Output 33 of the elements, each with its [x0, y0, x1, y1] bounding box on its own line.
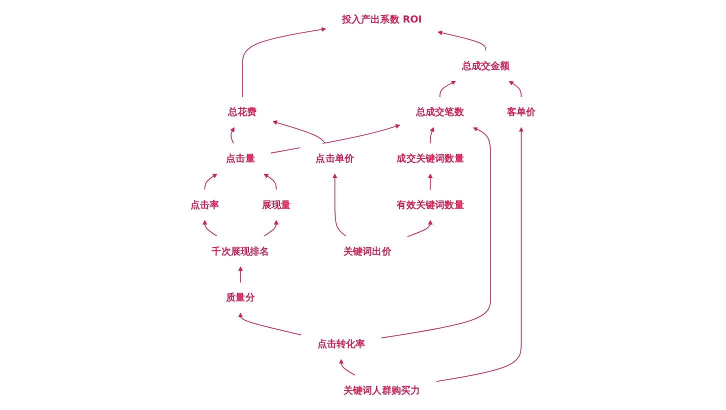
arrow	[332, 174, 346, 237]
node-text: 成交关键词数量	[396, 153, 464, 164]
arrow	[238, 312, 302, 336]
arrow	[440, 80, 456, 98]
arrow	[430, 127, 434, 144]
arrow	[242, 27, 326, 98]
node-text: 有效关键词数量	[396, 199, 464, 211]
node-text: 点击量	[226, 153, 255, 164]
node-text: 投入产出系数 ROI	[342, 14, 422, 26]
arrow	[238, 266, 243, 283]
node-text: 关键词出价	[343, 246, 392, 257]
arrow	[202, 220, 218, 237]
node-text: 总花费	[228, 106, 257, 118]
node-text: 点击转化率	[317, 338, 366, 350]
arrow	[428, 174, 433, 190]
node-text: 客单价	[506, 106, 536, 118]
arrow	[338, 359, 356, 376]
node-text: 展现量	[262, 199, 291, 211]
arrow	[204, 174, 218, 190]
arrow	[508, 80, 522, 98]
arrow	[264, 220, 279, 237]
arrow	[230, 127, 234, 144]
node-text: 点击率	[190, 199, 220, 211]
node-text: 质量分	[226, 292, 255, 304]
node-text: 千次展现排名	[212, 246, 270, 257]
node-text: 总成交笔数	[416, 106, 464, 118]
node-text: 总成交金额	[462, 60, 510, 72]
arrow	[406, 220, 433, 238]
node-text: 关键词人群购买力	[343, 384, 420, 396]
arrow	[436, 127, 524, 382]
arrow	[264, 174, 277, 190]
arrow	[438, 30, 486, 52]
arrow	[272, 120, 326, 144]
